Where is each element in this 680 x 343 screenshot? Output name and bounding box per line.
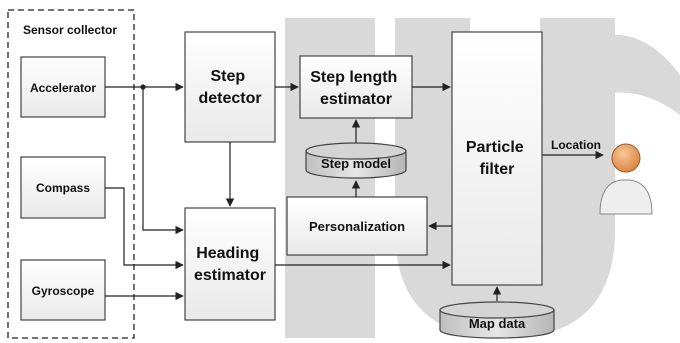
personalization-node bbox=[286, 196, 428, 256]
step-model-node bbox=[305, 142, 407, 179]
step-length-estimator-node bbox=[299, 55, 413, 119]
particle-filter-line-2: filter bbox=[480, 161, 515, 178]
gyroscope-label: Gyroscope bbox=[32, 284, 95, 298]
step-detector-node bbox=[184, 31, 276, 143]
step-detector-line-2: detector bbox=[198, 90, 261, 107]
heading-estimator-node bbox=[184, 207, 276, 321]
compass-node bbox=[20, 156, 106, 219]
edge-accelerator-to-heading bbox=[142, 87, 184, 235]
personalization-label: Personalization bbox=[309, 219, 405, 234]
step-detector-label: Step detector bbox=[198, 68, 261, 107]
step-model-label: Step model bbox=[321, 156, 391, 171]
heading-estimator-line-1: Heading bbox=[196, 245, 259, 262]
heading-estimator-label: Heading estimator bbox=[194, 245, 266, 284]
edge-compass-to-heading bbox=[105, 187, 184, 270]
user-icon bbox=[599, 143, 653, 215]
step-detector-line-1: Step bbox=[210, 68, 245, 85]
sensor-collector-group bbox=[7, 9, 135, 339]
edges bbox=[105, 82, 604, 301]
step-length-estimator-line-1: Step length bbox=[310, 69, 397, 86]
step-length-estimator-label: Step length estimator bbox=[310, 69, 402, 108]
step-length-estimator-line-2: estimator bbox=[320, 91, 392, 108]
particle-filter-label: Particle filter bbox=[466, 139, 528, 178]
accelerator-label: Accelerator bbox=[30, 81, 96, 95]
heading-estimator-line-2: estimator bbox=[194, 267, 266, 284]
map-data-node bbox=[439, 301, 555, 339]
gyroscope-node bbox=[20, 259, 106, 321]
map-data-label: Map data bbox=[469, 316, 526, 331]
particle-filter-line-1: Particle bbox=[466, 139, 524, 156]
sensor-collector-label: Sensor collector bbox=[23, 23, 117, 37]
particle-filter-node bbox=[451, 31, 543, 286]
location-label: Location bbox=[551, 138, 601, 152]
compass-label: Compass bbox=[36, 181, 90, 195]
